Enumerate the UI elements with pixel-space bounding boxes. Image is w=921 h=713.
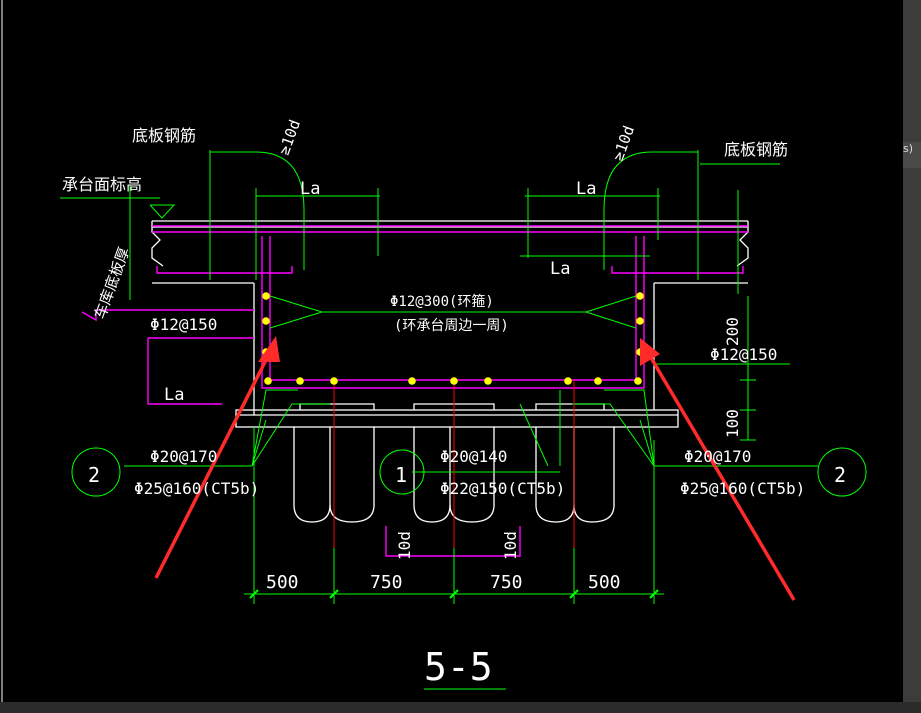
viewport-frame-right — [903, 0, 921, 713]
annotation-arrows — [154, 336, 796, 601]
right-annotation-arrow — [648, 355, 796, 601]
viewport-frame-bottom — [0, 702, 921, 713]
ring-bar-note-label: (环承台周边一周) — [394, 318, 509, 334]
bar-mid-label-2: Φ22@150(CT5b) — [440, 479, 565, 498]
bar-mid-label-1: Φ20@140 — [440, 447, 507, 466]
left-annotation-arrow — [154, 351, 272, 579]
dim-100-label: 100 — [723, 409, 742, 438]
dim-200-label: 200 — [723, 317, 742, 346]
axis-marker-left: 2 — [88, 463, 100, 487]
concrete-outline — [151, 220, 749, 523]
bar-left-label-2: Φ25@160(CT5b) — [134, 479, 259, 498]
pile-embed-left-label: 10d — [395, 531, 414, 560]
pile-embed-right-label: 10d — [501, 531, 520, 560]
left-arrowhead — [258, 336, 280, 362]
axis-marker-right: 2 — [834, 463, 846, 487]
bar-right-label-2: Φ25@160(CT5b) — [680, 479, 805, 498]
right-arrowhead — [640, 338, 660, 366]
dim-500-right-label: 500 — [588, 572, 621, 593]
bottom-bar-label-left: 底板钢筋 — [132, 126, 196, 145]
drawing-background — [0, 0, 903, 702]
axis-marker-middle: 1 — [395, 463, 407, 487]
axis-lines — [333, 380, 575, 548]
la-top-left-label: La — [300, 179, 320, 199]
side-bar-label-left: Φ12@150 — [150, 315, 217, 334]
bottom-bar-label-right: 底板钢筋 — [724, 140, 788, 159]
side-bar-label-right: Φ12@150 — [710, 345, 777, 364]
dim-500-left-label: 500 — [266, 572, 299, 593]
dim-750-right-label: 750 — [490, 572, 523, 593]
side-tab[interactable]: s) — [903, 142, 921, 168]
cap-top-elevation-label: 承台面标高 — [62, 175, 142, 194]
dim-750-left-label: 750 — [370, 572, 403, 593]
la-top-right-label: La — [576, 179, 596, 199]
la-mid-right-label: La — [550, 259, 570, 279]
side-tab-label: s) — [903, 142, 914, 155]
la-lower-left-label: La — [164, 385, 184, 405]
section-title: 5-5 — [424, 645, 493, 689]
bar-right-label-1: Φ20@170 — [684, 447, 751, 466]
dimension-lines — [60, 150, 867, 690]
bar-left-label-1: Φ20@170 — [150, 447, 217, 466]
ring-bar-label: Φ12@300(环箍) — [390, 293, 494, 310]
